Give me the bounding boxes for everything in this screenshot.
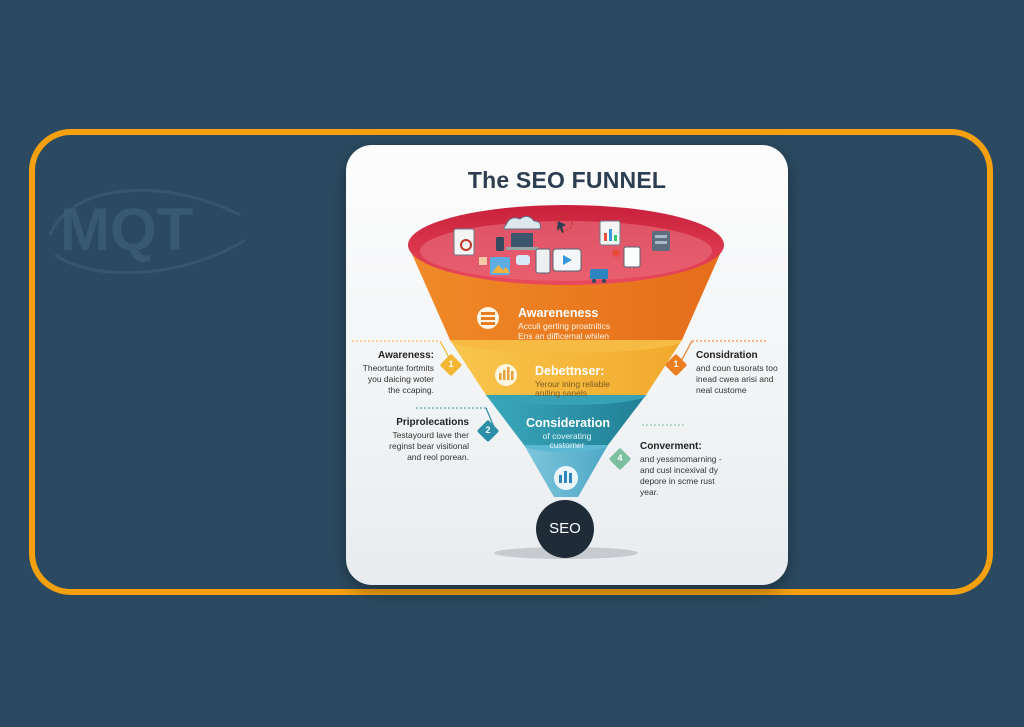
stage-awareness-desc-1: Acculi gerting proatnitics	[518, 321, 611, 331]
left-note-2-title: Priprolecations	[396, 417, 469, 428]
right-note-4-line-4: year.	[640, 487, 659, 497]
right-note-1-title: Considration	[696, 350, 758, 361]
pie-icon	[612, 249, 620, 257]
stage-consideration-title: Consideration	[526, 416, 611, 430]
orange-frame	[29, 129, 993, 595]
left-note-2-line-2: reginst bear visitional	[389, 441, 469, 451]
left-note-2-number: 2	[485, 425, 491, 435]
folder-icon	[479, 257, 487, 265]
right-note-4-line-3: depore in scme rust	[640, 476, 715, 486]
cloud-icon	[503, 215, 541, 230]
truck-icon	[590, 269, 608, 279]
stage-debettnser-desc-1: Yerour ining reliable	[535, 379, 610, 389]
infographic-title: The SEO FUNNEL	[467, 167, 667, 193]
right-note-4-number: 4	[617, 453, 623, 463]
funnel-graphic	[352, 205, 766, 559]
stage-debettnser-desc-2: aniting sanels	[535, 388, 587, 398]
cursor-icon	[557, 221, 566, 233]
right-note-1-line-3: neal custome	[696, 385, 747, 395]
laptop-icon	[511, 233, 533, 247]
right-note-4-line-1: and yessmomarning -	[640, 454, 722, 464]
right-note-1-number: 1	[673, 359, 679, 369]
right-note-1-marker	[665, 354, 687, 376]
mqt-logo-watermark: MQT	[48, 188, 246, 275]
left-note-1-marker	[440, 354, 462, 376]
watermark-text: MQT	[60, 196, 193, 263]
stage-awareness-desc-2: Ens an difficemal whilen	[518, 331, 610, 341]
chat-bubble-icon	[516, 255, 530, 265]
right-note-1-line-1: and coun tusorats too	[696, 363, 778, 373]
left-note-1-line-3: the ccaping.	[388, 385, 434, 395]
left-note-2-marker	[477, 420, 499, 442]
left-note-1-line-2: you daicing woter	[367, 374, 434, 384]
right-note-4-line-2: and cusl incexival dy	[640, 465, 718, 475]
stats-card-icon	[623, 246, 641, 268]
left-note-2-line-3: and reol porean.	[407, 452, 469, 462]
phone-icon	[496, 237, 504, 251]
funnel-top-icons	[453, 214, 670, 283]
left-note-1-number: 1	[448, 359, 454, 369]
left-note-1-line-1: Theortunte fortmits	[362, 363, 434, 373]
seo-badge-text: SEO	[549, 520, 581, 537]
left-note-2-line-1: Testayourd lave ther	[392, 430, 469, 440]
stage-awareness-title: Awareneness	[518, 306, 599, 320]
stage-consideration-desc-1: of coverating	[542, 431, 592, 441]
left-note-1-title: Awareness:	[378, 350, 434, 361]
right-note-4-marker	[609, 448, 631, 470]
funnel-segment-consideration	[486, 395, 646, 445]
tablet-icon	[535, 248, 551, 274]
debettnser-stage-icon	[495, 364, 517, 386]
stage-consideration-desc-2: customer	[549, 440, 585, 450]
right-note-4-title: Converment:	[640, 441, 702, 452]
right-note-1-line-2: inead cwea arisi and	[696, 374, 774, 384]
stage-debettnser-title: Debettnser:	[535, 364, 605, 378]
seo-funnel-card: The SEO FUNNEL	[346, 145, 788, 585]
magnifier-icon	[460, 239, 472, 251]
seo-badge	[536, 500, 594, 558]
